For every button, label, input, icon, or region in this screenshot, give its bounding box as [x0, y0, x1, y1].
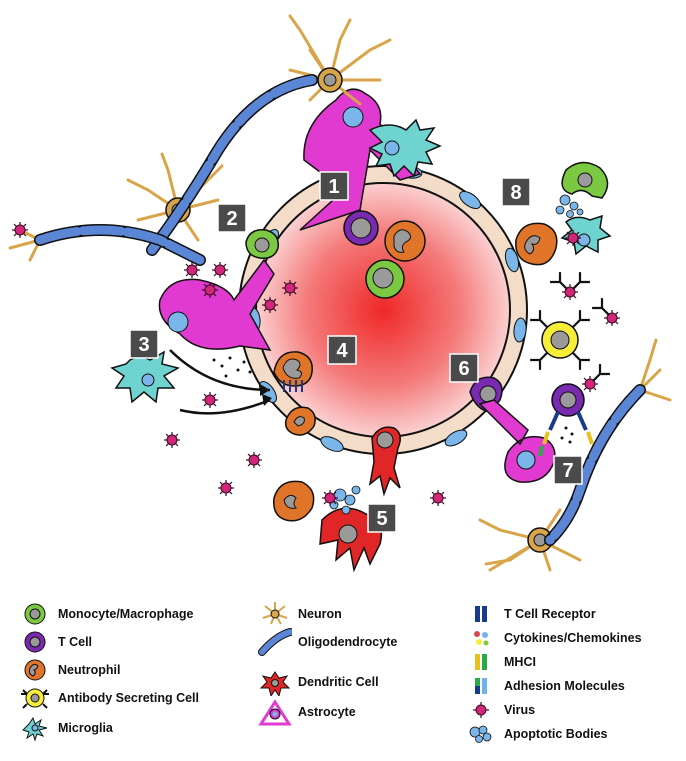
svg-text:4: 4: [336, 340, 348, 362]
marker-7: 7: [553, 455, 583, 485]
neutrophil-5: [273, 480, 315, 522]
legend-item-apoptotic-bodies: Apoptotic Bodies: [464, 720, 607, 748]
monocyte-macrophage-8: [561, 161, 609, 199]
cytokines-chemokines-icon: [464, 624, 498, 652]
wall-monocyte: [245, 229, 279, 260]
lumen-monocyte: [365, 259, 405, 299]
neuron-right: [478, 338, 672, 572]
lumen-neutrophil: [384, 220, 426, 262]
marker-1: 1: [319, 171, 349, 201]
legend-item-virus: Virus: [464, 696, 535, 724]
marker-8: 8: [501, 177, 531, 207]
arrows-3: [169, 349, 271, 415]
svg-text:7: 7: [562, 460, 573, 482]
legend-item-t-cell: T Cell: [18, 628, 92, 656]
marker-5: 5: [367, 503, 397, 533]
adhesion-molecules-icon: [464, 672, 498, 700]
legend-item-monocyte-macrophage: Monocyte/Macrophage: [18, 600, 193, 628]
myelin-sheath-top: [146, 74, 318, 256]
blood-vessel: [238, 165, 528, 497]
legend-item-microglia: Microglia: [18, 714, 113, 742]
legend-item-neuron: Neuron: [258, 600, 342, 628]
virus-antibody-complexes-8: [549, 229, 621, 393]
legend-item-cytokines-chemokines: Cytokines/Chemokines: [464, 624, 642, 652]
svg-text:1: 1: [328, 176, 339, 198]
svg-text:2: 2: [226, 208, 237, 230]
svg-text:8: 8: [510, 182, 521, 204]
crossing-dendritic-cell: [368, 426, 401, 497]
legend-item-adhesion-molecules: Adhesion Molecules: [464, 672, 625, 700]
neuron-icon: [258, 600, 292, 628]
legend-item-oligodendrocyte: Oligodendrocyte: [258, 628, 397, 656]
dendritic-cell-icon: [258, 668, 292, 696]
mhci-icon: [464, 648, 498, 676]
marker-6: 6: [449, 353, 479, 383]
astrocyte-right: [478, 399, 556, 483]
astrocyte-icon: [258, 698, 292, 726]
marker-4: 4: [327, 335, 357, 365]
apoptotic-bodies-8: [555, 194, 584, 218]
legend-item-antibody-secreting-cell: Antibody Secreting Cell: [18, 684, 199, 712]
lumen-t-cell: [343, 210, 379, 246]
neutrophil-8: [515, 222, 558, 266]
myelin-sheath-left: [34, 224, 206, 266]
apoptotic-bodies-icon: [464, 720, 498, 748]
legend-item-astrocyte: Astrocyte: [258, 698, 356, 726]
cytokine-dots-3: [212, 356, 252, 378]
microglia-left: [110, 350, 180, 404]
microglia-icon: [18, 714, 52, 742]
astrocyte-top: [299, 88, 422, 231]
t-cell-7: [538, 383, 594, 457]
marker-2: 2: [217, 203, 247, 233]
virus-icon: [464, 696, 498, 724]
legend-item-t-cell-receptor: T Cell Receptor: [464, 600, 596, 628]
wall-neutrophil: [284, 406, 316, 436]
monocyte-macrophage-icon: [18, 600, 52, 628]
svg-text:5: 5: [376, 508, 387, 530]
t-cell-icon: [18, 628, 52, 656]
svg-text:6: 6: [458, 358, 469, 380]
svg-text:3: 3: [138, 334, 149, 356]
neuron-top: [288, 14, 392, 106]
marker-3: 3: [129, 329, 159, 359]
legend: Monocyte/Macrophage T Cell Neutrophil An…: [0, 592, 686, 761]
transmigrating-neutrophil: [273, 351, 313, 392]
microglia-top: [368, 118, 442, 178]
legend-item-mhci: MHCI: [464, 648, 536, 676]
antibody-secreting-cell-8: [529, 309, 591, 371]
astrocyte-left: [158, 258, 275, 351]
legend-item-neutrophil: Neutrophil: [18, 656, 121, 684]
microglia-8: [560, 214, 612, 256]
oligodendrocyte-icon: [258, 628, 292, 656]
legend-item-dendritic-cell: Dendritic Cell: [258, 668, 379, 696]
t-cell-receptor-icon: [464, 600, 498, 628]
antibody-secreting-cell-icon: [18, 684, 52, 712]
neutrophil-icon: [18, 656, 52, 684]
